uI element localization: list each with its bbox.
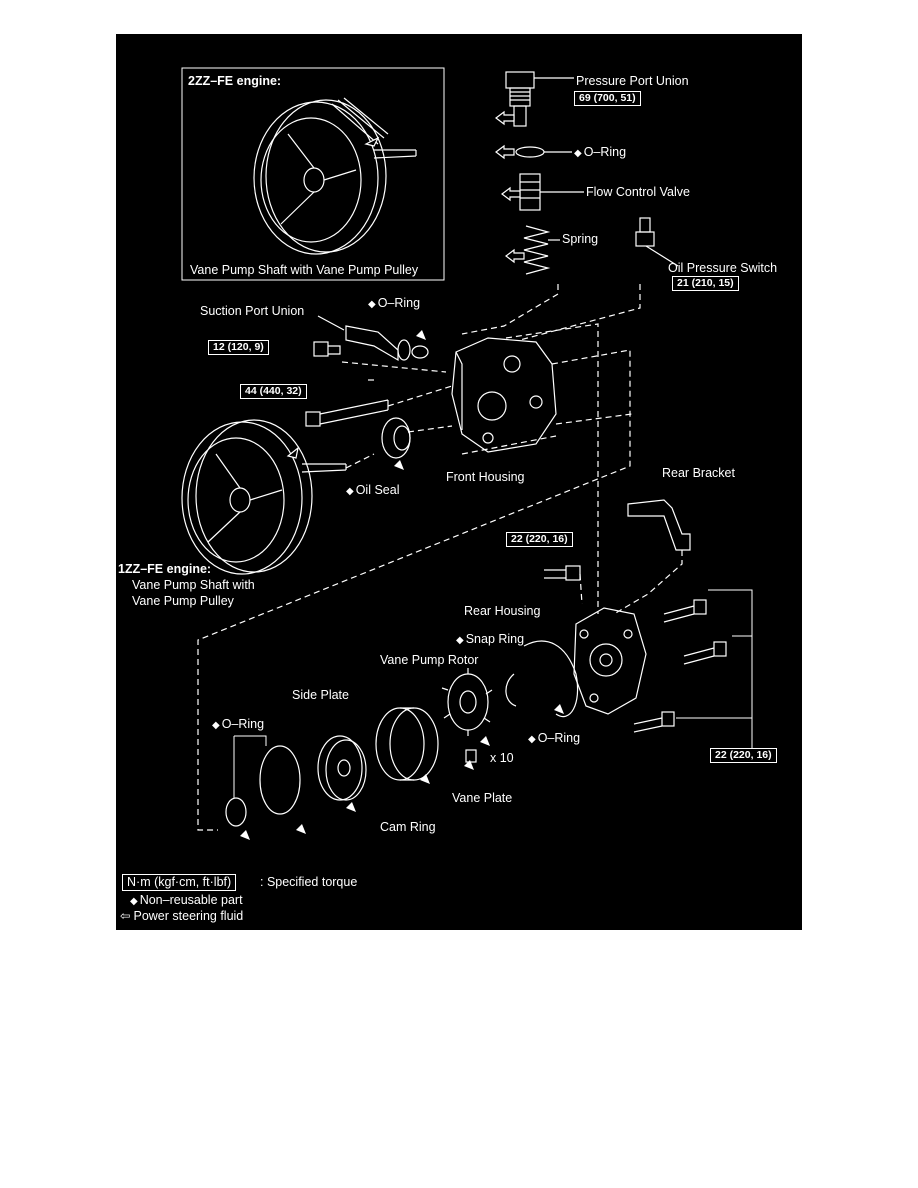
label-vane-pump-rotor: Vane Pump Rotor <box>380 653 479 667</box>
through-bolt-icon <box>305 399 389 427</box>
inset-engine-title: 2ZZ–FE engine: <box>188 74 282 88</box>
label-1zz-line1: Vane Pump Shaft with <box>132 578 255 592</box>
label-cam-ring: Cam Ring <box>380 820 436 834</box>
fluid-arrow-icon <box>495 144 515 160</box>
fluid-arrow-icon <box>505 248 525 264</box>
inset-pulley-icon <box>253 97 417 255</box>
pressure-port-union-icon <box>505 71 574 127</box>
front-housing-icon <box>451 337 557 453</box>
inset-part-label: Vane Pump Shaft with Vane Pump Pulley <box>190 263 419 277</box>
torque-rear-bolt-upper: 22 (220, 16) <box>506 532 573 547</box>
torque-suction-bolt: 12 (120, 9) <box>208 340 269 355</box>
label-1zz-engine-title: 1ZZ–FE engine: <box>118 562 212 576</box>
torque-through-bolt: 44 (440, 32) <box>240 384 307 399</box>
label-front-housing: Front Housing <box>446 470 525 484</box>
label-vane-count: x 10 <box>490 751 514 765</box>
o-ring-left-small-icon <box>225 797 247 827</box>
fluid-arrow-icon <box>364 136 380 147</box>
exploded-view-drawing <box>181 67 753 840</box>
label-spring: Spring <box>562 232 599 246</box>
label-snap-ring: ◆Snap Ring <box>456 632 525 646</box>
cam-ring-icon <box>375 707 439 781</box>
label-o-ring-suction: ◆O–Ring <box>368 296 421 310</box>
vane-plate-icon <box>465 749 477 763</box>
parts-diagram: 2ZZ–FE engine: Vane Pump Shaft with Vane… <box>116 34 802 930</box>
rear-bolts-right-icon <box>633 599 727 733</box>
legend-torque-unit: N·m (kgf·cm, ft·lbf) <box>122 874 237 891</box>
suction-bolt-icon <box>313 341 341 357</box>
label-oil-pressure-switch: Oil Pressure Switch <box>668 261 778 275</box>
label-suction-port-union: Suction Port Union <box>200 304 305 318</box>
legend-torque-desc: : Specified torque <box>260 875 358 889</box>
rear-housing-icon <box>573 607 647 715</box>
label-rear-bracket: Rear Bracket <box>662 466 735 480</box>
label-side-plate: Side Plate <box>292 688 349 702</box>
fluid-arrow-icon: ⇦ <box>120 909 131 923</box>
o-ring-rear-icon <box>523 640 579 718</box>
fluid-arrow-icon <box>286 446 299 459</box>
oil-pressure-switch-icon <box>635 217 679 267</box>
diamond-icon: ◆ <box>130 896 138 907</box>
label-o-ring-left: ◆O–Ring <box>212 717 265 731</box>
torque-rear-bolts-right: 22 (220, 16) <box>710 748 777 763</box>
label-flow-control-valve: Flow Control Valve <box>586 185 690 199</box>
rear-bracket-icon <box>627 499 691 551</box>
label-pressure-port-union: Pressure Port Union <box>576 74 689 88</box>
label-vane-plate: Vane Plate <box>452 791 513 805</box>
torque-pressure-port-union: 69 (700, 51) <box>574 91 641 106</box>
legend-fluid: ⇦Power steering fluid <box>120 909 244 923</box>
label-1zz-line2: Vane Pump Pulley <box>132 594 234 608</box>
snap-ring-icon <box>505 673 517 707</box>
legend-non-reusable: ◆Non–reusable part <box>130 893 243 907</box>
torque-oil-pressure-switch: 21 (210, 15) <box>672 276 739 291</box>
label-o-ring-top: ◆O–Ring <box>574 145 627 159</box>
inset-frame <box>181 67 445 281</box>
flow-control-valve-icon <box>519 173 584 211</box>
rear-bolt-upper-icon <box>544 565 581 581</box>
spring-icon <box>523 225 560 275</box>
side-plate-icon <box>317 735 367 801</box>
oil-seal-icon <box>381 417 411 459</box>
o-ring-top-icon <box>515 146 545 158</box>
label-rear-housing: Rear Housing <box>464 604 541 618</box>
suction-port-union-icon <box>317 315 411 362</box>
vane-pump-rotor-icon <box>441 668 493 736</box>
label-oil-seal: ◆Oil Seal <box>346 483 400 497</box>
o-ring-suction-icon <box>411 345 429 359</box>
label-o-ring-rear: ◆O–Ring <box>528 731 581 745</box>
fluid-arrow-icon <box>501 186 521 202</box>
fluid-arrow-icon <box>495 110 515 126</box>
pulley-1zz-icon <box>181 419 347 575</box>
o-ring-left-large-icon <box>259 745 301 815</box>
